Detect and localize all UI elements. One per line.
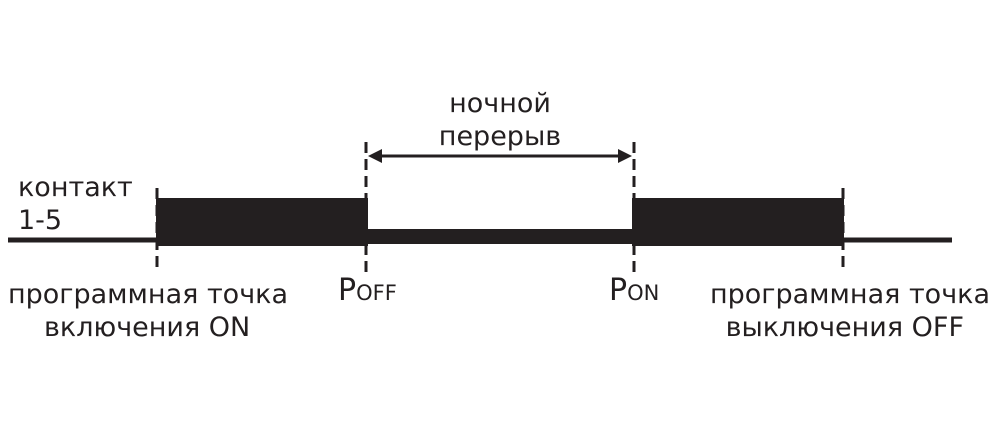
arrowhead-right: [618, 149, 632, 163]
night-break-arrow: [368, 149, 632, 163]
gap-label-line2: перерыв: [439, 121, 561, 152]
contact-on-block-2: [632, 198, 844, 246]
p-on-label: PON: [609, 273, 659, 308]
p-off-label: POFF: [338, 273, 397, 308]
contact-label-line2: 1-5: [18, 205, 62, 236]
gap-label-line1: ночной: [449, 88, 551, 119]
contact-on-block-1: [156, 198, 368, 246]
night-break-segment: [366, 229, 634, 244]
on-point-label-line1: программная точка: [8, 279, 288, 310]
off-point-label-line2: выключения OFF: [726, 312, 964, 343]
off-point-label-line1: программная точка: [710, 279, 990, 310]
on-point-label-line2: включения ON: [44, 312, 250, 343]
contact-label-line1: контакт: [18, 172, 133, 203]
arrowhead-left: [368, 149, 382, 163]
